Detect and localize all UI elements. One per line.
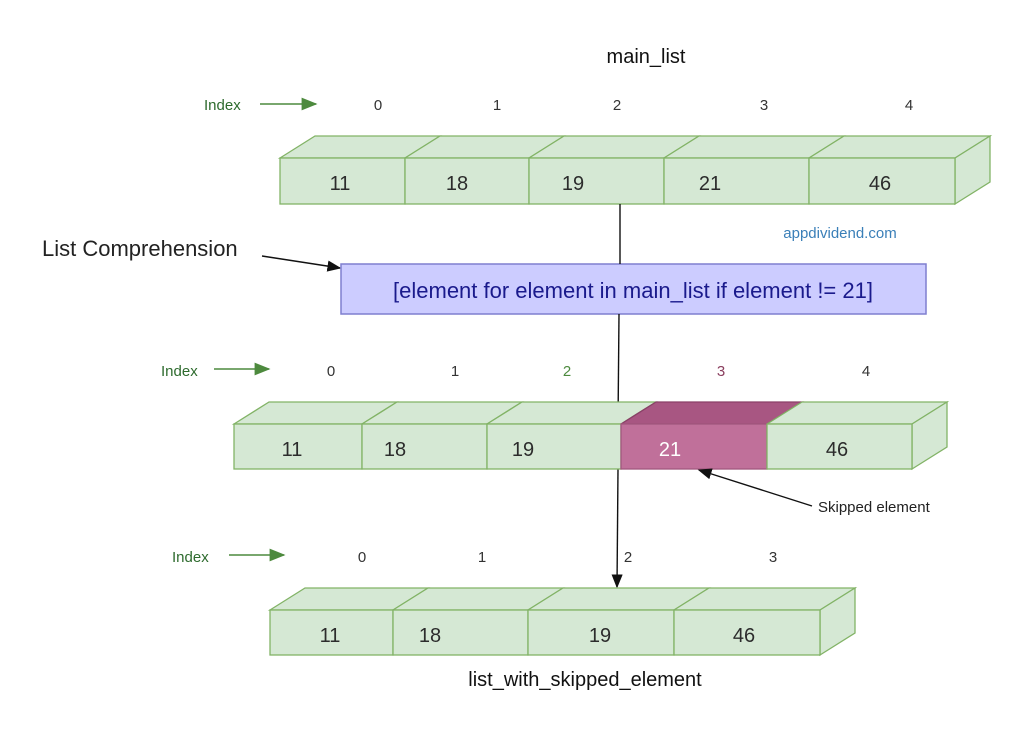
middle-value-4: 46 (826, 439, 848, 461)
middle-index-2: 2 (563, 363, 571, 380)
main-cell-0 (279, 157, 406, 205)
main-value-4: 46 (869, 173, 891, 195)
comprehension-code: [element for element in main_list if ele… (393, 278, 873, 303)
middle-cell-3-skipped (620, 423, 768, 470)
middle-cell-1 (361, 423, 488, 470)
middle-cell-0 (233, 423, 363, 470)
main-cell-4 (808, 157, 956, 205)
list-comprehension-label: List Comprehension (42, 236, 238, 261)
result-value-3: 46 (733, 625, 755, 647)
result-index-2: 2 (624, 549, 632, 566)
flow-arrow-to-result (611, 468, 623, 589)
main-cell-2 (528, 157, 665, 205)
result-value-0: 11 (320, 625, 341, 647)
result-index-label: Index (172, 549, 209, 566)
result-cell-1 (392, 609, 529, 656)
main-index-3: 3 (760, 97, 768, 114)
middle-index-0: 0 (327, 363, 335, 380)
result-cell-3 (673, 609, 821, 656)
comprehension-code-box (340, 263, 927, 315)
middle-cell-2 (486, 423, 622, 470)
result-index-3: 3 (769, 549, 777, 566)
middle-value-2: 19 (512, 439, 534, 461)
list-comprehension-arrow (261, 255, 342, 272)
result-list-array: 11 18 19 46 (267, 586, 858, 657)
middle-index-1: 1 (451, 363, 459, 380)
main-index-label: Index (204, 97, 241, 114)
result-value-1: 18 (419, 625, 441, 647)
skipped-element-note: Skipped element (818, 499, 931, 516)
main-index-2: 2 (613, 97, 621, 114)
main-index-0: 0 (374, 97, 382, 114)
result-cell-0 (269, 609, 394, 656)
brand-watermark: appdividend.com (783, 225, 896, 242)
main-value-3: 21 (699, 173, 721, 195)
middle-value-3-skipped: 21 (659, 439, 681, 461)
main-index-row: 0 1 2 3 4 (374, 97, 913, 114)
main-value-1: 18 (446, 173, 468, 195)
middle-index-label: Index (161, 363, 198, 380)
middle-value-1: 18 (384, 439, 406, 461)
result-index-0: 0 (358, 549, 366, 566)
middle-index-4: 4 (862, 363, 870, 380)
middle-index-row: 0 1 2 3 4 (327, 363, 870, 380)
main-index-4: 4 (905, 97, 913, 114)
main-cell-3 (663, 157, 810, 205)
main-value-2: 19 (562, 173, 584, 195)
middle-index-3: 3 (717, 363, 725, 380)
result-list-title: list_with_skipped_element (468, 669, 702, 691)
middle-cell-4 (766, 423, 913, 470)
result-index-1: 1 (478, 549, 486, 566)
main-value-0: 11 (330, 173, 351, 195)
result-index-row: 0 1 2 3 (358, 549, 777, 566)
main-index-1: 1 (493, 97, 501, 114)
main-cell-1 (404, 157, 530, 205)
main-list-array: 11 18 19 21 46 (277, 134, 993, 206)
skipped-element-arrow (697, 468, 813, 507)
main-list-title: main_list (607, 46, 686, 68)
result-value-2: 19 (589, 625, 611, 647)
middle-list-array: 11 18 19 21 46 (231, 400, 950, 471)
middle-value-0: 11 (282, 439, 303, 461)
